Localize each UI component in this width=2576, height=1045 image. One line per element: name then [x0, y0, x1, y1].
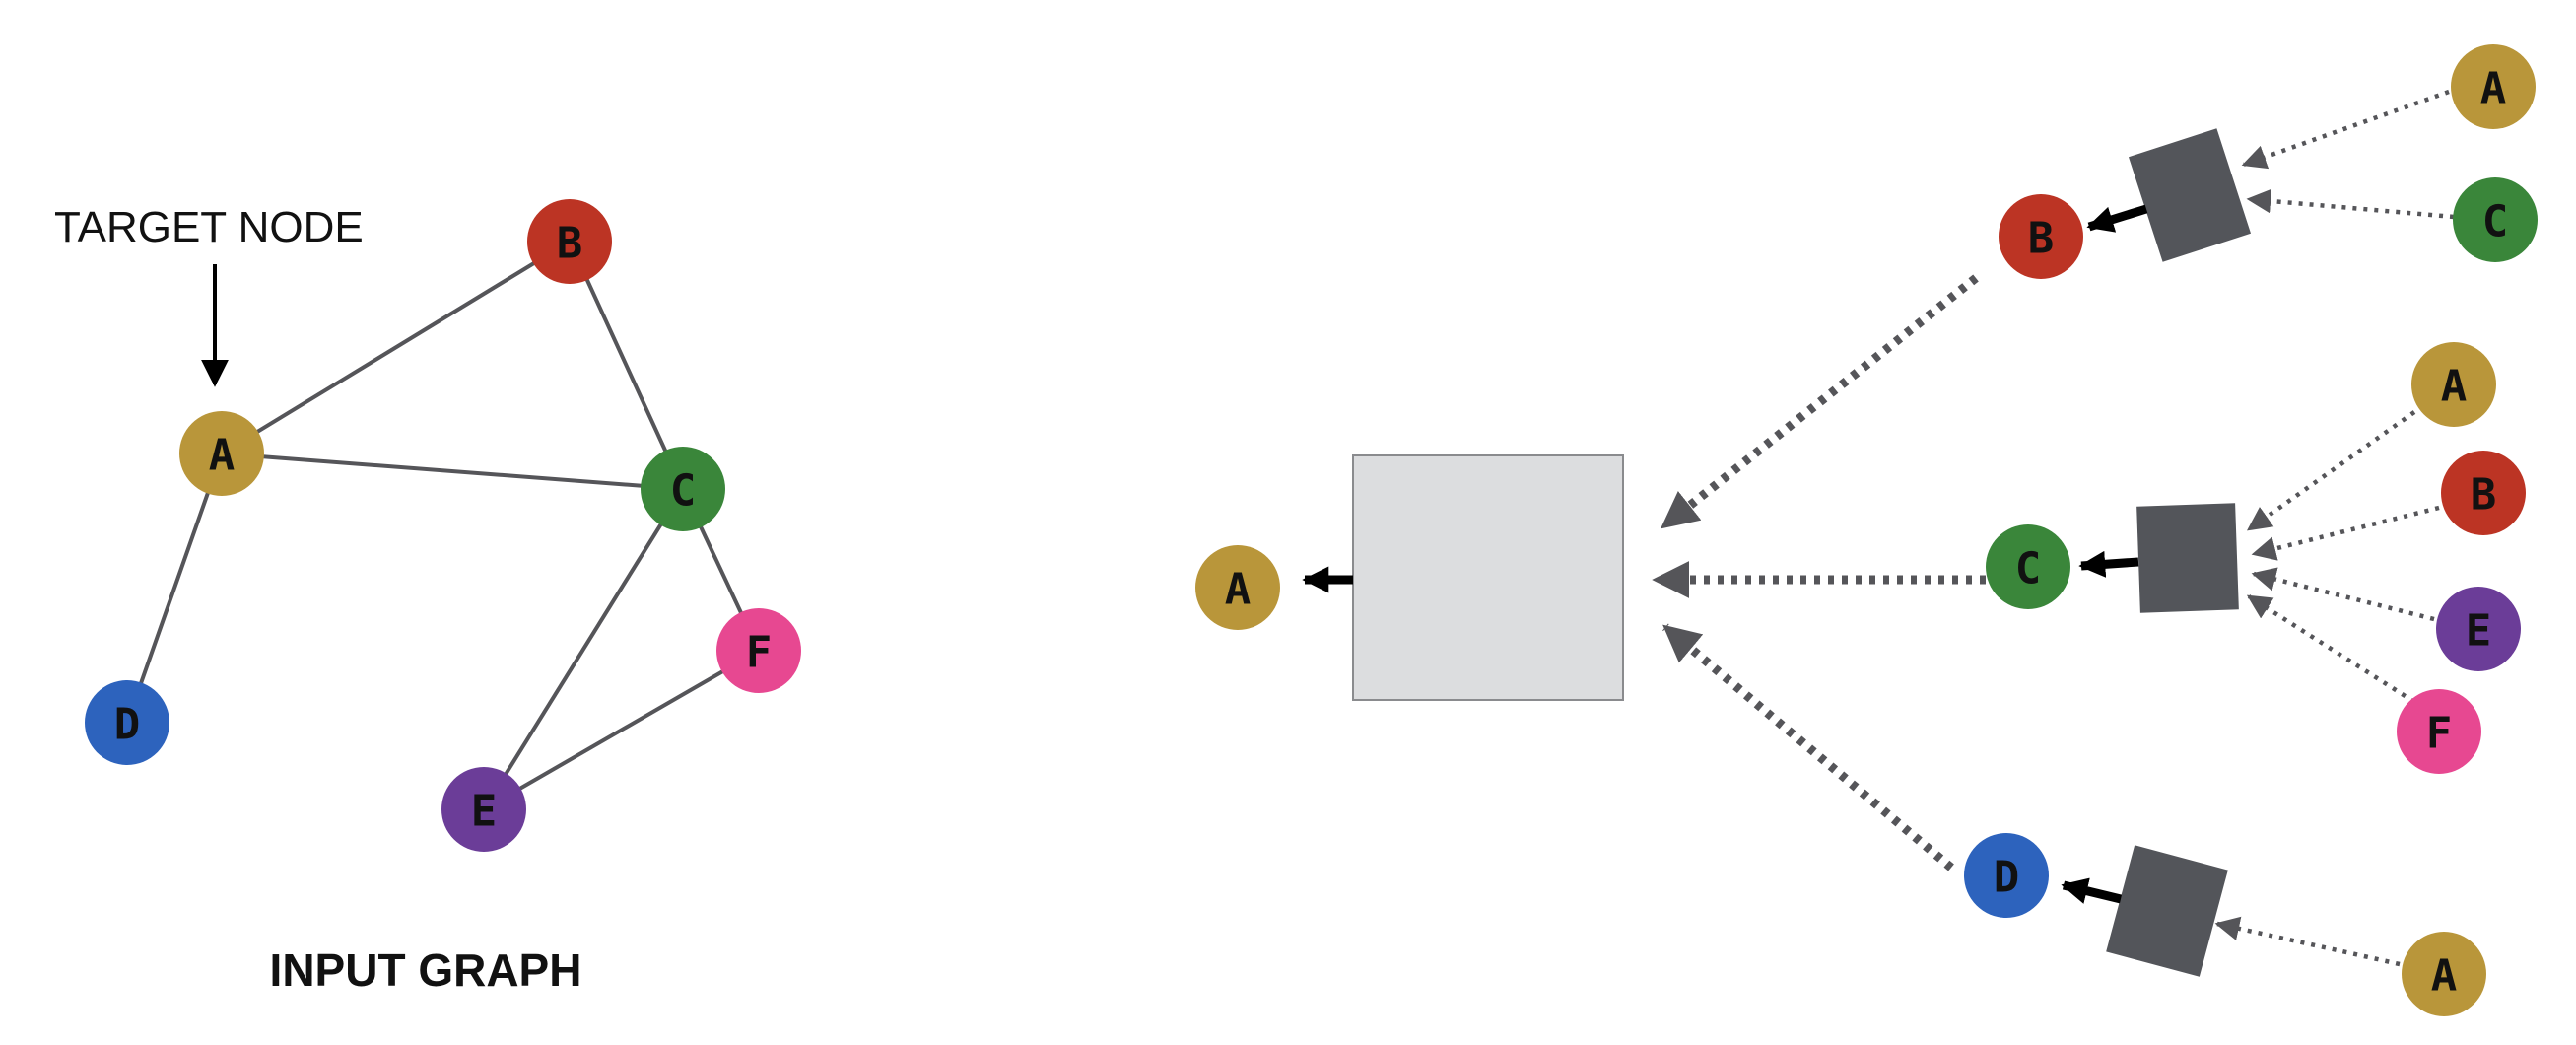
level2-node-c-1-label: C [2482, 197, 2509, 247]
arrow-e-to-agg-c [2251, 567, 2435, 622]
aggregator-big [1352, 454, 1624, 701]
level1-node-c-circle [1986, 524, 2070, 609]
level2-node-a-1-circle [2451, 44, 2536, 129]
arrow-a-to-agg-d [2214, 916, 2401, 967]
aggregator-c [2136, 503, 2239, 613]
level1-node-b: B [1999, 194, 2083, 279]
level1-node-b-label: B [2028, 214, 2055, 264]
level2-node-e-2-label: E [2466, 606, 2492, 657]
arrow-a-to-agg-c [2246, 410, 2416, 531]
level2-node-c-1: C [2453, 177, 2538, 262]
input-node-d: D [85, 680, 169, 765]
input-node-f: F [716, 608, 801, 693]
input-graph: TARGET NODE A B C D E F INPUT GRAPH [54, 199, 801, 996]
level1-node-d-circle [1964, 833, 2049, 918]
node-f-circle [716, 608, 801, 693]
level2-node-f-2: F [2397, 689, 2481, 774]
level2-node-c-1-circle [2453, 177, 2538, 262]
level2-node-a-3-circle [2402, 932, 2486, 1016]
target-node-label: TARGET NODE [54, 203, 364, 251]
node-f-label: F [746, 628, 773, 678]
node-b-circle [527, 199, 612, 284]
arrow-a-to-agg-b [2241, 89, 2450, 170]
node-e-circle [441, 767, 526, 852]
arrow-agg-d-to-d [2061, 877, 2123, 904]
edge-c-e [482, 487, 685, 811]
level2-node-a-1-label: A [2480, 64, 2507, 114]
arrow-agg-b-to-b [2086, 204, 2148, 233]
level2-node-f-2-circle [2397, 689, 2481, 774]
node-d-label: D [114, 700, 141, 750]
arrow-b-to-agg-c [2251, 505, 2440, 561]
arrow-b-to-big [1661, 274, 1979, 530]
node-e-label: E [471, 787, 498, 837]
aggregator-b [2128, 128, 2252, 262]
output-node-a: A [1195, 545, 1280, 630]
input-node-e: E [441, 767, 526, 852]
level1-node-b-circle [1999, 194, 2083, 279]
level2-node-b-2-label: B [2471, 470, 2497, 521]
edge-a-c [221, 452, 684, 491]
input-graph-caption: INPUT GRAPH [270, 944, 582, 996]
level2-node-a-3-label: A [2431, 951, 2458, 1002]
node-c-label: C [670, 466, 697, 517]
edge-e-f [483, 649, 760, 811]
input-node-b: B [527, 199, 612, 284]
node-d-circle [85, 680, 169, 765]
edge-a-b [220, 240, 572, 455]
edge-a-d [125, 453, 224, 724]
level2-node-a-3: A [2402, 932, 2486, 1016]
aggregator-d [2106, 845, 2228, 977]
output-node-a-circle [1195, 545, 1280, 630]
output-node-a-label: A [1225, 565, 1252, 615]
arrow-agg-c-to-c [2078, 550, 2139, 578]
level2-node-e-2-circle [2436, 587, 2521, 671]
node-a-label: A [209, 431, 236, 481]
level2-node-a-2-circle [2411, 342, 2496, 427]
arrow-f-to-agg-c [2246, 594, 2416, 704]
level1-node-c: C [1986, 524, 2070, 609]
level2-node-f-2-label: F [2426, 709, 2453, 759]
level2-node-a-2-label: A [2441, 362, 2468, 412]
level1-node-d: D [1964, 833, 2049, 918]
input-node-c: C [641, 447, 725, 531]
node-c-circle [641, 447, 725, 531]
level2-node-b-2-circle [2441, 451, 2526, 535]
node-a-circle [179, 411, 264, 496]
level1-node-c-label: C [2015, 544, 2042, 594]
level1-node-d-label: D [1994, 853, 2020, 903]
node-b-label: B [557, 219, 583, 269]
level2-node-e-2: E [2436, 587, 2521, 671]
arrow-c-to-agg-b [2246, 188, 2455, 220]
input-node-a: A [179, 411, 264, 496]
level2-node-b-2: B [2441, 451, 2526, 535]
level2-node-a-1: A [2451, 44, 2536, 129]
edge-b-c [568, 241, 685, 490]
level2-node-a-2: A [2411, 342, 2496, 427]
computation-graph: A B A C C [1195, 44, 2538, 1016]
arrow-d-to-big [1662, 623, 1954, 871]
